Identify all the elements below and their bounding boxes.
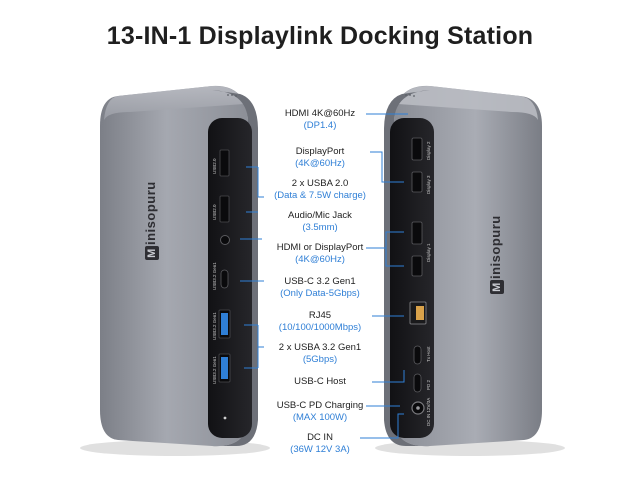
spec-usbc-pd: USB-C PD Charging (MAX 100W) (276, 400, 364, 423)
spec-usba-3: 2 x USBA 3.2 Gen1 (5Gbps) (278, 342, 362, 365)
spec-usbc-gen1: USB-C 3.2 Gen1 (Only Data-5Gbps) (280, 276, 360, 299)
usb-a-port (219, 149, 230, 177)
spec-dc-in: DC IN (36W 12V 3A) (290, 432, 350, 455)
usb-c-port (413, 373, 422, 393)
spec-hdmi-or-dp: HDMI or DisplayPort (4K@60Hz) (276, 242, 364, 265)
left-dock (100, 85, 258, 447)
left-brand-logo: Minisopuru (143, 181, 159, 260)
right-port-label: Tx Host (426, 346, 431, 362)
usb-c-port (413, 345, 422, 365)
displayport-port (411, 255, 423, 277)
displayport-port (411, 171, 423, 193)
spec-usba-2: 2 x USBA 2.0 (Data & 7.5W charge) (274, 178, 366, 201)
usb-c-port (220, 269, 229, 289)
right-port-label: Display 3 (426, 175, 431, 194)
spec-hdmi-4k: HDMI 4K@60Hz (DP1.4) (284, 108, 356, 131)
left-port-label: USB3.2 Gen1 (212, 262, 217, 290)
right-dock (384, 85, 542, 447)
right-port-panel (390, 118, 434, 438)
spec-usbc-host: USB-C Host (294, 376, 346, 387)
right-port-label: Display 1 (426, 243, 431, 262)
usb-a-port (219, 195, 230, 223)
right-port-label: Display 2 (426, 141, 431, 160)
page-title: 13-IN-1 Displaylink Docking Station (106, 22, 534, 50)
spec-audio-jack: Audio/Mic Jack (3.5mm) (288, 210, 352, 233)
left-port-label: USB2.0 (212, 204, 217, 220)
right-brand-logo: Minisopuru (488, 215, 504, 294)
left-port-label: USB2.0 (212, 158, 217, 174)
left-port-label: USB3.2 Gen1 (212, 356, 217, 384)
left-port-label: USB3.2 Gen1 (212, 312, 217, 340)
right-port-label: PD 2 (426, 379, 431, 390)
power-led (223, 416, 227, 420)
callout-lines (240, 113, 408, 439)
hdmi-port (411, 221, 423, 245)
hdmi-port (411, 137, 423, 161)
right-port-label: DC IN 12V/3A (426, 397, 431, 426)
audio-jack (220, 235, 230, 245)
spec-rj45: RJ45 (10/100/1000Mbps) (278, 310, 362, 333)
spec-displayport: DisplayPort (4K@60Hz) (295, 146, 345, 169)
